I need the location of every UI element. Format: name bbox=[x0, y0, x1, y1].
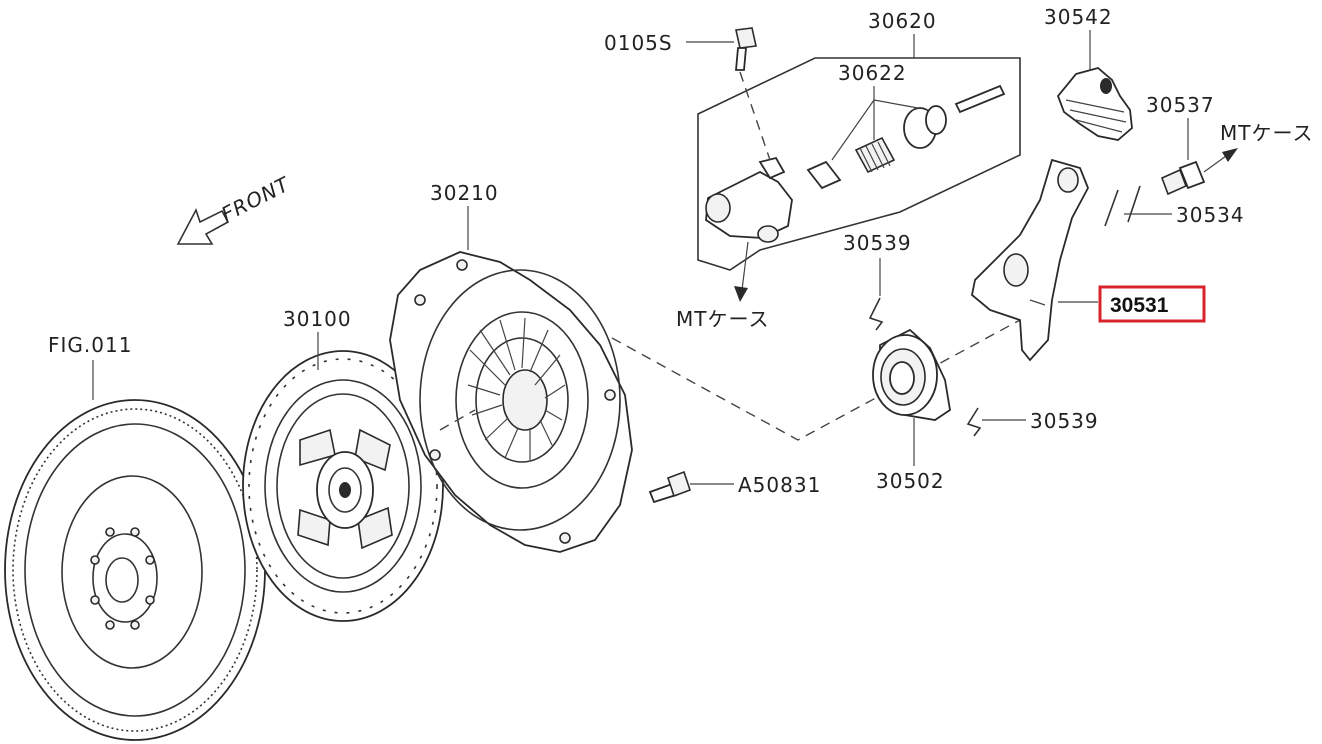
label-30620: 30620 bbox=[868, 9, 937, 33]
label-30100: 30100 bbox=[283, 307, 352, 331]
release-fork bbox=[971, 158, 1089, 362]
pivot-bolt bbox=[1160, 160, 1206, 196]
bolt-a50831 bbox=[648, 470, 692, 504]
label-30502: 30502 bbox=[876, 469, 945, 493]
label-30539-top: 30539 bbox=[843, 231, 912, 255]
label-0105s: 0105S bbox=[604, 31, 673, 55]
label-mt-case-mid: MTケース bbox=[676, 307, 769, 331]
label-30537: 30537 bbox=[1146, 93, 1215, 117]
dust-seal bbox=[1104, 185, 1141, 227]
release-bearing bbox=[872, 328, 951, 421]
highlight-box-30531 bbox=[1098, 285, 1206, 323]
clutch-cover bbox=[389, 251, 633, 553]
label-30622: 30622 bbox=[838, 61, 907, 85]
front-label: FRONT bbox=[217, 171, 294, 226]
label-30534: 30534 bbox=[1176, 203, 1245, 227]
label-30210: 30210 bbox=[430, 181, 499, 205]
operating-cylinder-group bbox=[697, 57, 1021, 271]
fork-boot bbox=[1056, 67, 1133, 141]
label-fig011: FIG.011 bbox=[48, 333, 132, 357]
clutch-disc bbox=[242, 350, 444, 622]
label-30531: 30531 bbox=[1110, 294, 1169, 317]
label-mt-case-right: MTケース bbox=[1220, 121, 1313, 145]
flywheel bbox=[4, 399, 266, 741]
label-30542: 30542 bbox=[1044, 5, 1113, 29]
label-a50831: A50831 bbox=[738, 473, 821, 497]
clip-30539-top bbox=[868, 297, 884, 331]
front-arrow-icon bbox=[176, 207, 230, 245]
bolt-0105s bbox=[735, 27, 757, 71]
label-30539-bottom: 30539 bbox=[1030, 409, 1099, 433]
clip-30539-bottom bbox=[966, 407, 982, 437]
